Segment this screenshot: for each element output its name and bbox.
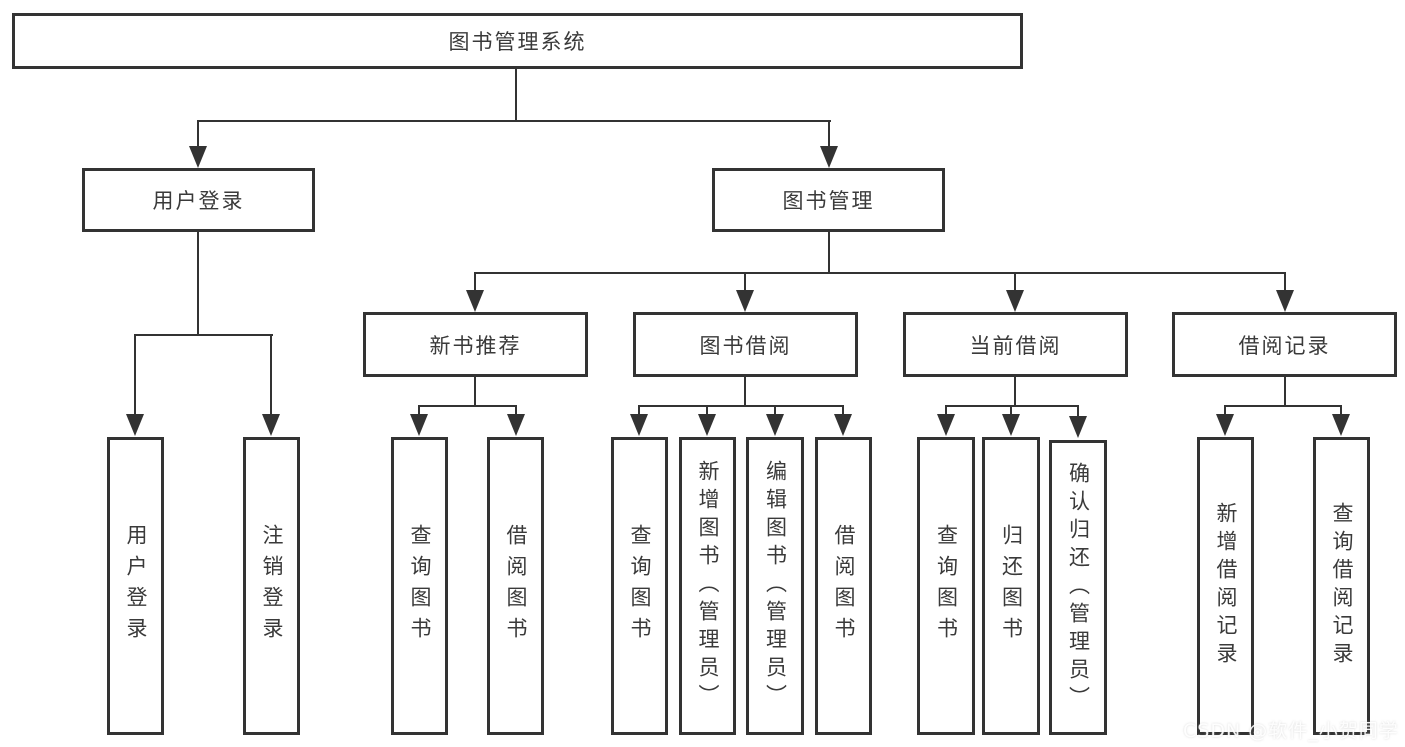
- arrow-down-icon: [189, 146, 207, 168]
- connector-line: [134, 334, 136, 416]
- arrow-down-icon: [1006, 290, 1024, 312]
- connector-line: [197, 120, 831, 122]
- connector-line: [1010, 405, 1012, 417]
- connector-line: [1224, 405, 1226, 417]
- connector-line: [474, 272, 476, 292]
- connector-line: [474, 377, 476, 407]
- arrow-down-icon: [410, 414, 428, 436]
- leaf-add-borrow-record: 新增借阅记录: [1197, 437, 1254, 735]
- connector-line: [1014, 272, 1016, 292]
- connector-line: [1340, 405, 1342, 417]
- connector-line: [515, 68, 517, 122]
- csdn-watermark: CSDN @软件_小贺同学: [1183, 720, 1399, 742]
- leaf-query-borrow-record: 查询借阅记录: [1313, 437, 1370, 735]
- connector-line: [638, 405, 844, 407]
- arrow-down-icon: [126, 414, 144, 436]
- leaf-add-books-admin: 新增图书（管理员）: [679, 437, 736, 735]
- arrow-down-icon: [1276, 290, 1294, 312]
- leaf-query-books-borrow: 查询图书: [611, 437, 668, 735]
- arrow-down-icon: [507, 414, 525, 436]
- leaf-return-books: 归还图书: [982, 437, 1040, 735]
- connector-line: [474, 272, 1286, 274]
- arrow-down-icon: [820, 146, 838, 168]
- leaf-logout: 注销登录: [243, 437, 300, 735]
- connector-line: [1224, 405, 1342, 407]
- arrow-down-icon: [630, 414, 648, 436]
- connector-line: [418, 405, 420, 417]
- node-user-login: 用户登录: [82, 168, 315, 232]
- arrow-down-icon: [1332, 414, 1350, 436]
- leaf-query-books-current: 查询图书: [917, 437, 975, 735]
- connector-line: [828, 120, 830, 148]
- arrow-down-icon: [1069, 416, 1087, 438]
- connector-line: [1014, 377, 1016, 407]
- node-current-borrow: 当前借阅: [903, 312, 1128, 377]
- connector-line: [515, 405, 517, 417]
- node-new-book-recommend: 新书推荐: [363, 312, 588, 377]
- leaf-edit-books-admin: 编辑图书（管理员）: [746, 437, 804, 735]
- leaf-borrow-books-recommend: 借阅图书: [487, 437, 544, 735]
- node-root-library-system: 图书管理系统: [12, 13, 1023, 69]
- connector-line: [828, 232, 830, 274]
- arrow-down-icon: [466, 290, 484, 312]
- connector-line: [1284, 377, 1286, 407]
- connector-line: [197, 232, 199, 336]
- arrow-down-icon: [1216, 414, 1234, 436]
- connector-line: [774, 405, 776, 417]
- leaf-borrow-books: 借阅图书: [815, 437, 872, 735]
- leaf-query-books-recommend: 查询图书: [391, 437, 448, 735]
- connector-line: [638, 405, 640, 417]
- arrow-down-icon: [766, 414, 784, 436]
- connector-line: [706, 405, 708, 417]
- connector-line: [945, 405, 1079, 407]
- connector-line: [744, 377, 746, 407]
- connector-line: [134, 334, 273, 336]
- arrow-down-icon: [698, 414, 716, 436]
- node-book-borrow: 图书借阅: [633, 312, 858, 377]
- arrow-down-icon: [262, 414, 280, 436]
- connector-line: [842, 405, 844, 417]
- arrow-down-icon: [834, 414, 852, 436]
- connector-line: [270, 334, 272, 416]
- connector-line: [418, 405, 517, 407]
- node-book-management: 图书管理: [712, 168, 945, 232]
- node-borrow-records: 借阅记录: [1172, 312, 1397, 377]
- connector-line: [744, 272, 746, 292]
- connector-line: [197, 120, 199, 148]
- connector-line: [1284, 272, 1286, 292]
- leaf-confirm-return-admin: 确认归还（管理员）: [1049, 440, 1107, 735]
- arrow-down-icon: [1002, 414, 1020, 436]
- leaf-user-login: 用户登录: [107, 437, 164, 735]
- connector-line: [945, 405, 947, 417]
- connector-line: [1077, 405, 1079, 417]
- arrow-down-icon: [937, 414, 955, 436]
- arrow-down-icon: [736, 290, 754, 312]
